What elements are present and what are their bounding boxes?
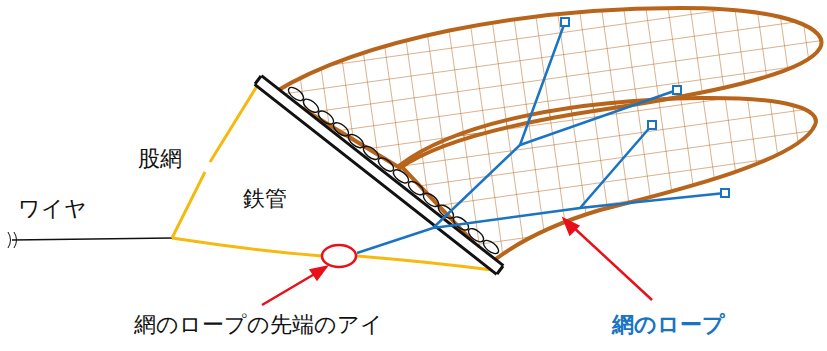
rope-eye — [322, 245, 356, 267]
chain-link — [466, 226, 486, 244]
chain-link — [406, 179, 426, 197]
part-label: ワイヤ — [18, 196, 87, 222]
chain-link — [286, 85, 306, 103]
chain-link — [346, 132, 366, 150]
chain-link — [301, 97, 321, 115]
wire — [12, 238, 172, 240]
chain-link — [421, 191, 441, 209]
part-label: 鉄管 — [243, 186, 287, 212]
net-rope — [357, 22, 725, 253]
chain-link — [316, 108, 336, 126]
bridle-line — [172, 238, 492, 270]
leader-arrow — [262, 219, 652, 305]
rope-end — [561, 18, 729, 197]
chain-link — [391, 167, 411, 185]
wire-break — [8, 232, 17, 248]
chain-link — [481, 238, 501, 256]
chain-link — [376, 156, 396, 174]
part-label: 股網 — [138, 146, 182, 172]
chain-link — [331, 120, 351, 138]
chain-link — [361, 144, 381, 162]
bridle-line — [172, 78, 262, 238]
callout-label: 網のロープ — [612, 312, 725, 338]
callout-label: 網のロープの先端のアイ — [134, 312, 383, 338]
chain-link — [436, 203, 456, 221]
steel-pipe — [255, 76, 503, 274]
chain — [286, 85, 501, 256]
